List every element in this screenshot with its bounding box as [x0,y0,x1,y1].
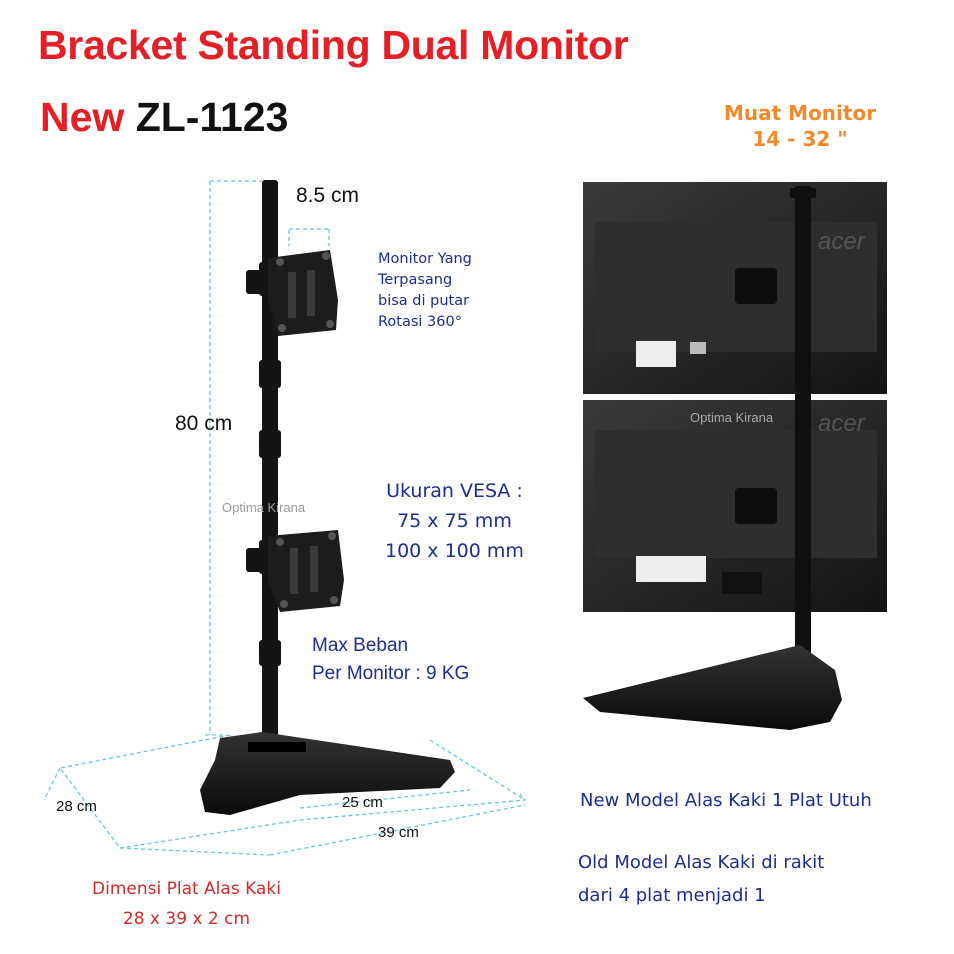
dim-base-inner: 25 cm [342,794,383,811]
max-load-line2: Per Monitor : 9 KG [312,663,470,684]
page-title: Bracket Standing Dual Monitor [38,22,629,68]
model-prefix: New [40,94,136,140]
dim-top-width: 8.5 cm [296,184,360,207]
rotation-note: Monitor Yang Terpasang bisa di putar Rot… [378,249,472,333]
rotation-line-3: bisa di putar [378,293,470,309]
max-load-line1: Max Beban [312,635,409,656]
rotation-line-1: Monitor Yang [378,251,472,267]
brand-logo-lower: acer [818,410,865,437]
dimension-lines [43,180,527,856]
old-model-line2: dari 4 plat menjadi 1 [578,885,766,906]
capacity-line2: 14 - 32 " [752,127,848,151]
capacity-label: Muat Monitor 14 - 32 " [724,100,876,152]
new-model-note: New Model Alas Kaki 1 Plat Utuh [580,790,872,811]
capacity-line1: Muat Monitor [724,101,877,125]
model-number: ZL-1123 [135,94,289,140]
dim-base-depth: 28 cm [56,798,97,815]
stand-left [200,180,455,815]
base-plate-line2: 28 x 39 x 2 cm [122,909,251,929]
old-model-note: Old Model Alas Kaki di rakit dari 4 plat… [578,846,824,912]
max-load: Max Beban Per Monitor : 9 KG [312,632,469,688]
rotation-line-2: Terpasang [378,272,453,288]
dim-base-width: 39 cm [378,824,419,841]
brand-logo-upper: acer [818,228,865,255]
vesa-size-1: 75 x 75 mm [397,510,512,532]
base-plate-dimensions: Dimensi Plat Alas Kaki 28 x 39 x 2 cm [92,874,281,934]
base-plate-line1: Dimensi Plat Alas Kaki [92,879,281,899]
dim-height: 80 cm [175,412,233,435]
rotation-line-4: Rotasi 360° [378,314,462,330]
vesa-info: Ukuran VESA : 75 x 75 mm 100 x 100 mm [385,476,524,566]
vesa-size-2: 100 x 100 mm [385,540,524,562]
old-model-line1: Old Model Alas Kaki di rakit [578,852,825,873]
vesa-heading: Ukuran VESA : [386,480,523,502]
model-title: New ZL-1123 [40,94,288,141]
monitor-photo [583,182,887,730]
watermark-right: Optima Kirana [690,410,774,425]
stand-base-right [583,645,842,730]
watermark-left: Optima Kirana [222,500,306,515]
